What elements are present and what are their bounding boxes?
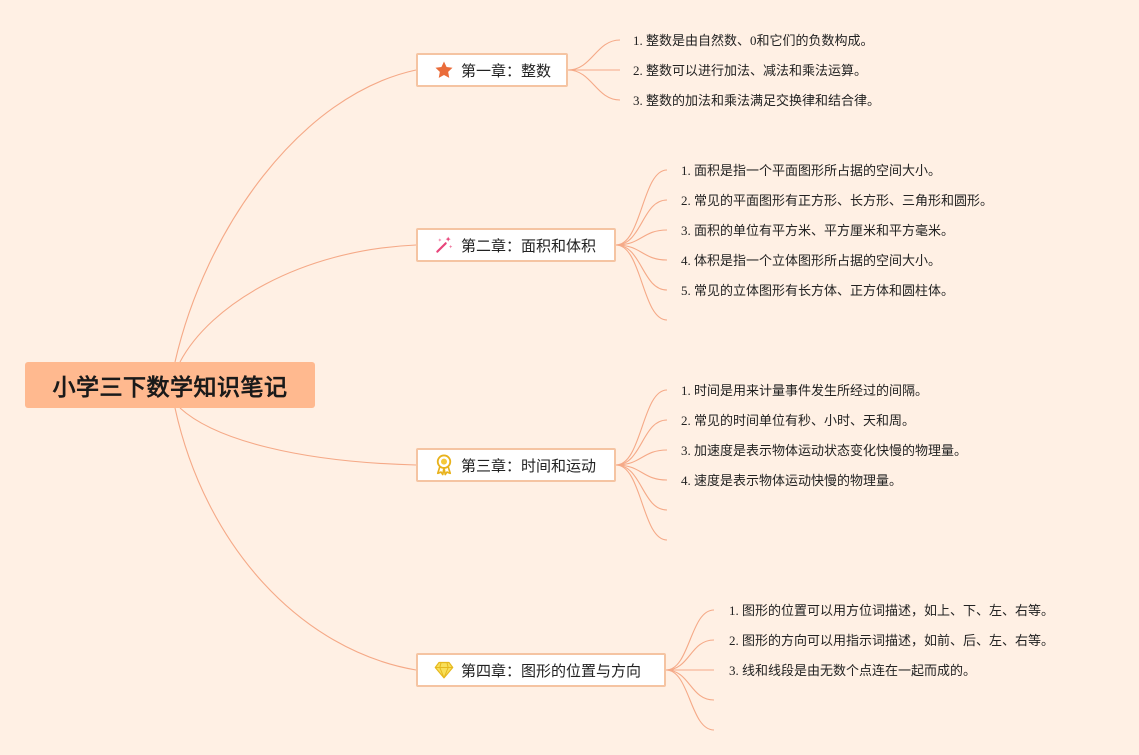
chapter-node-1[interactable]: 第一章：整数 (416, 53, 568, 87)
connector-ch3-point-3 (615, 449, 668, 466)
connector-ch4-empty-2 (665, 669, 715, 731)
chapter-title-1: 第一章：整数 (461, 61, 552, 80)
connector-ch3-point-4 (615, 464, 668, 481)
chapter-node-4[interactable]: 第四章：图形的位置与方向 (416, 653, 666, 687)
chapter-node-2[interactable]: 第二章：面积和体积 (416, 228, 616, 262)
connector-ch2-empty (615, 244, 668, 321)
connector-ch4-empty-1 (665, 669, 715, 701)
point-2-2: 2. 常见的平面图形有正方形、长方形、三角形和圆形。 (681, 193, 994, 208)
chapter-title-4: 第四章：图形的位置与方向 (461, 661, 642, 680)
point-4-2: 2. 图形的方向可以用指示词描述，如前、后、左、右等。 (729, 633, 1055, 648)
connector-root-chapter-4 (174, 407, 417, 671)
point-4-3: 3. 线和线段是由无数个点连在一起而成的。 (729, 663, 977, 678)
point-3-3: 3. 加速度是表示物体运动状态变化快慢的物理量。 (681, 443, 968, 458)
point-4-1: 1. 图形的位置可以用方位词描述，如上、下、左、右等。 (729, 603, 1055, 618)
connector-ch3-empty-1 (615, 464, 668, 511)
point-1-3: 3. 整数的加法和乘法满足交换律和结合律。 (633, 93, 881, 108)
connector-ch2-point-5 (615, 244, 668, 291)
connector-ch2-point-1 (615, 169, 668, 246)
star-icon (433, 59, 455, 81)
connector-ch1-point-1 (567, 39, 621, 71)
chapter-title-2: 第二章：面积和体积 (461, 236, 597, 255)
connector-ch3-empty-2 (615, 464, 668, 541)
point-3-2: 2. 常见的时间单位有秒、小时、天和周。 (681, 413, 916, 428)
connector-ch2-point-4 (615, 244, 668, 261)
connector-ch3-point-2 (615, 419, 668, 466)
award-medal-icon (433, 454, 455, 476)
root-title: 小学三下数学知识笔记 (52, 375, 288, 401)
connector-ch4-point-1 (665, 609, 715, 671)
point-2-4: 4. 体积是指一个立体图形所占据的空间大小。 (681, 253, 942, 268)
point-2-1: 1. 面积是指一个平面图形所占据的空间大小。 (681, 163, 942, 178)
point-3-1: 1. 时间是用来计量事件发生所经过的间隔。 (681, 383, 929, 398)
connector-ch2-point-2 (615, 199, 668, 246)
point-2-5: 5. 常见的立体图形有长方体、正方体和圆柱体。 (681, 283, 955, 298)
magic-wand-icon (433, 234, 455, 256)
connector-ch4-point-2 (665, 639, 715, 671)
connector-root-chapter-2 (179, 244, 417, 363)
point-3-4: 4. 速度是表示物体运动快慢的物理量。 (681, 473, 903, 488)
point-1-1: 1. 整数是由自然数、0和它们的负数构成。 (633, 33, 874, 48)
root-node[interactable]: 小学三下数学知识笔记 (25, 362, 315, 408)
connector-root-chapter-3 (179, 407, 417, 466)
chapter-title-3: 第三章：时间和运动 (461, 456, 597, 475)
connector-ch2-point-3 (615, 229, 668, 246)
diamond-icon (433, 659, 455, 681)
point-1-2: 2. 整数可以进行加法、减法和乘法运算。 (633, 63, 868, 78)
connector-root-chapter-1 (174, 69, 417, 363)
point-2-3: 3. 面积的单位有平方米、平方厘米和平方毫米。 (681, 223, 955, 238)
chapter-node-3[interactable]: 第三章：时间和运动 (416, 448, 616, 482)
connector-ch3-point-1 (615, 389, 668, 466)
connector-ch1-point-3 (567, 69, 621, 101)
